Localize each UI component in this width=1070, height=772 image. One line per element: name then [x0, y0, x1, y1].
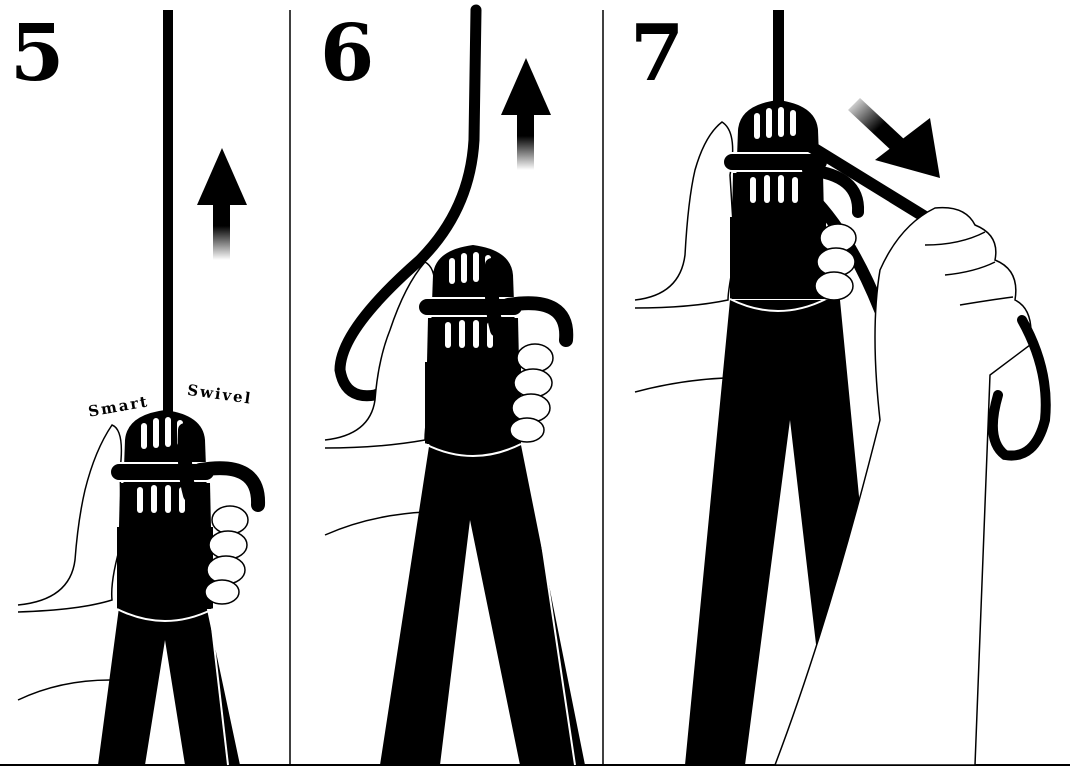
hand-icon: [635, 122, 735, 308]
arrow-down-right-icon: [848, 98, 940, 178]
arrow-up-icon: [501, 58, 551, 170]
panel-step-7: 7: [630, 8, 1046, 765]
brand-word-swivel: Swivel: [186, 381, 253, 408]
step-number-6: 6: [320, 8, 374, 99]
fingers: [815, 224, 856, 300]
brand-word-smart: Smart: [87, 392, 150, 420]
panel-step-5: 5 Smart Swivel: [10, 8, 258, 765]
step-number-7: 7: [630, 8, 684, 99]
pole-grip-icon: [110, 410, 215, 621]
arrow-up-icon: [197, 148, 247, 260]
pole-leg: [380, 440, 585, 765]
rope-icon: [773, 10, 784, 110]
rope-icon: [163, 10, 173, 415]
hand-icon: [18, 425, 122, 612]
panel-step-6: 6: [320, 8, 585, 765]
step-number-5: 5: [10, 8, 64, 99]
pole-grip-icon: [418, 245, 523, 456]
